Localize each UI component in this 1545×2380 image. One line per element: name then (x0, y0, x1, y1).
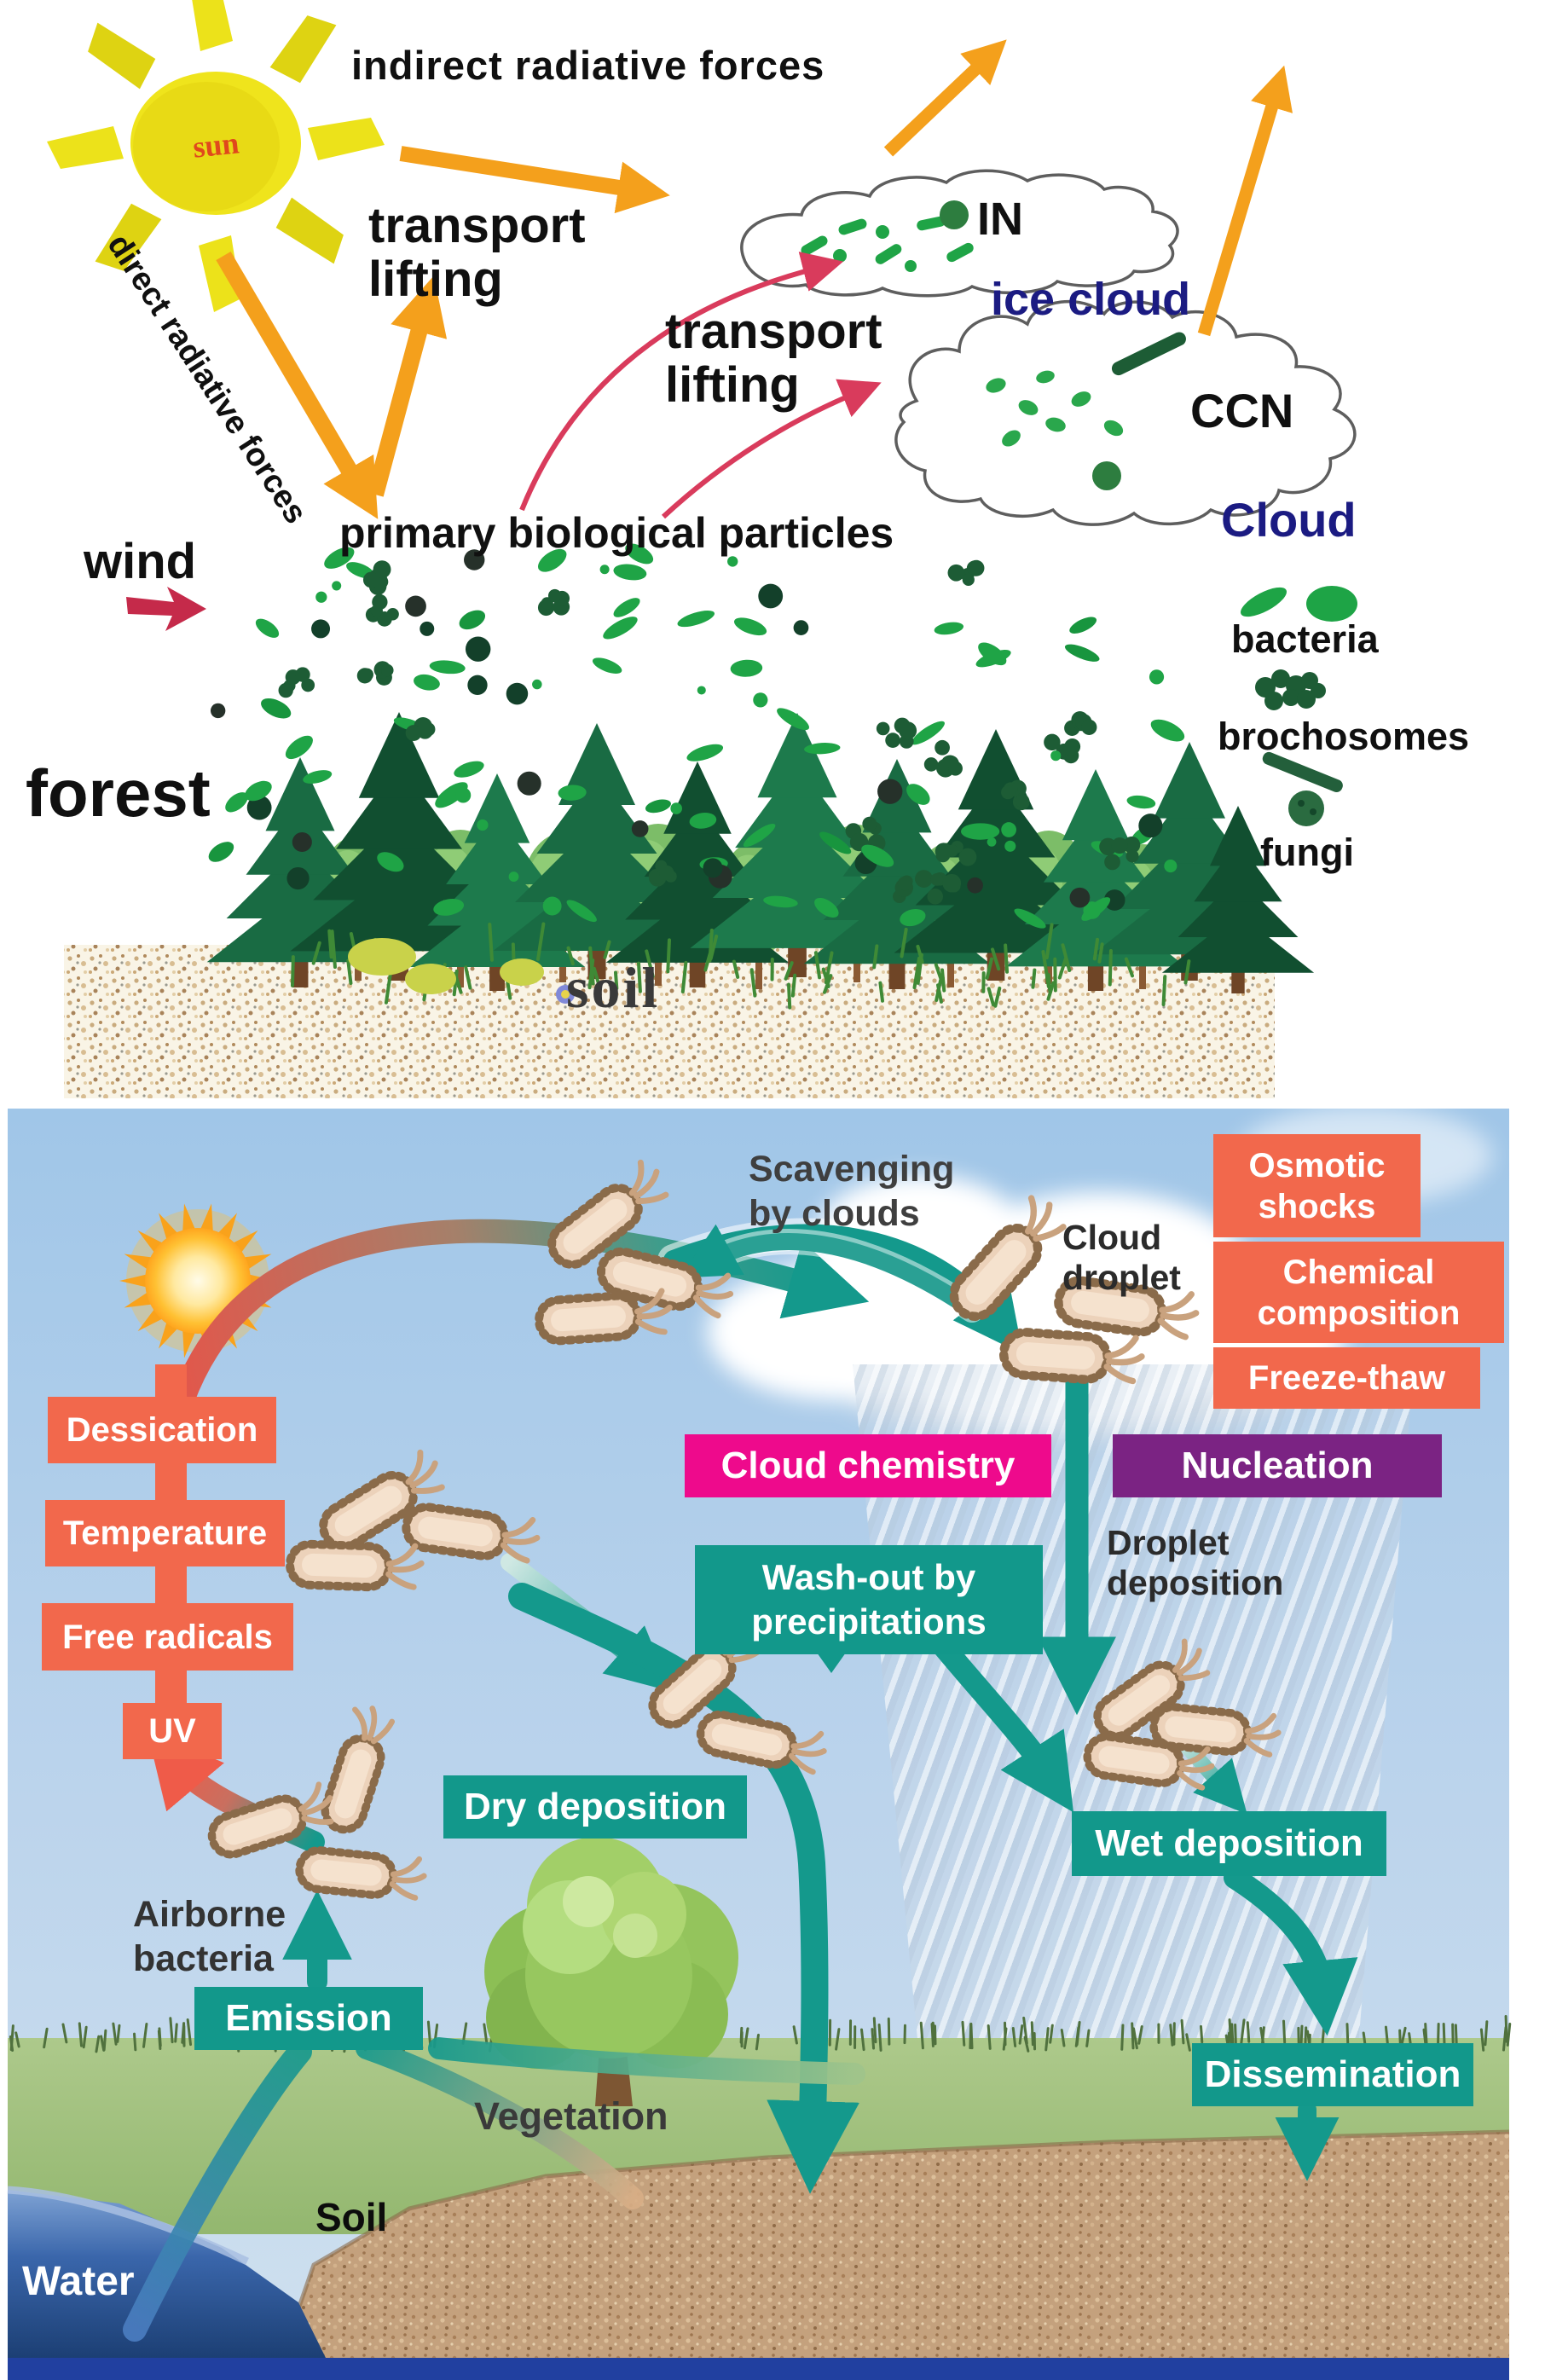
wind-arrow-icon (126, 587, 206, 631)
in-label: IN (977, 194, 1023, 245)
water-edge (7, 2186, 249, 2266)
soil-label-top: soil (566, 955, 661, 1020)
red-transport-arrows (519, 252, 882, 519)
transport-lifting-label-2: transport lifting (665, 304, 882, 413)
wash-out-pointer (817, 1653, 846, 1673)
legend-fungi-label: fungi (1260, 831, 1354, 874)
indirect-radiative-forces-label: indirect radiative forces (351, 43, 825, 88)
water-label: Water (22, 2259, 135, 2304)
freeze-thaw-box: Freeze-thaw (1213, 1347, 1480, 1409)
soil-label-bottom: Soil (315, 2195, 388, 2239)
svg-text:sun: sun (191, 125, 240, 164)
emission-box: Emission (194, 1987, 423, 2050)
mid-bacteria-cluster (289, 1449, 539, 1589)
droplet-deposition-label: Droplet deposition (1107, 1523, 1284, 1603)
soil-edge (279, 2129, 1510, 2359)
primary-biological-particles-label: primary biological particles (339, 509, 894, 557)
nucleation-box: Nucleation (1113, 1434, 1442, 1497)
transport-lifting-label-1: transport lifting (368, 198, 586, 307)
legend-fungi-icon (1262, 751, 1343, 826)
wet-deposition-bacteria-cluster (1085, 1637, 1280, 1790)
legend-bacteria-icon (1241, 586, 1357, 622)
dissemination-box: Dissemination (1192, 2043, 1473, 2106)
cycle-arrows (123, 1218, 1358, 2342)
sun-icon: sun (47, 0, 385, 312)
temperature-box: Temperature (45, 1500, 285, 1566)
legend-brochosomes-label: brochosomes (1218, 715, 1470, 758)
dessication-box: Dessication (48, 1397, 276, 1463)
forest-label: forest (26, 756, 211, 831)
airborne-bacteria-label: Airborne bacteria (133, 1894, 286, 1979)
indirect-arrow-from-cloud (1197, 65, 1293, 337)
underbrush (290, 922, 1191, 1010)
cloud-chemistry-box: Cloud chemistry (685, 1434, 1051, 1497)
cloud-droplet-label: Cloud droplet (1062, 1218, 1181, 1298)
ccn-label: CCN (1190, 384, 1294, 437)
legend-brochosomes-icon (1255, 669, 1326, 710)
orange-radiative-arrows (216, 39, 1007, 519)
ccn-cloud-particles (986, 332, 1186, 490)
biological-particle-field (208, 543, 1185, 929)
chemical-composition-box: Chemical composition (1213, 1242, 1504, 1343)
soil-ground (281, 2132, 1509, 2358)
legend-bacteria-label: bacteria (1231, 617, 1379, 661)
osmotic-shocks-box: Osmotic shocks (1213, 1134, 1421, 1237)
dry-deposition-box: Dry deposition (443, 1775, 747, 1839)
ice-cloud-label: ice cloud (991, 274, 1191, 325)
free-radicals-box: Free radicals (42, 1603, 293, 1671)
vegetation-tree (484, 1837, 738, 2106)
cloud-label: Cloud (1221, 493, 1357, 547)
uv-box: UV (123, 1703, 222, 1759)
bottom-bar (8, 2358, 1509, 2380)
wet-deposition-box: Wet deposition (1072, 1811, 1386, 1876)
scavenging-by-clouds-label: Scavenging by clouds (749, 1149, 955, 1234)
ccn-cloud-shape (894, 299, 1357, 526)
vegetation-label: Vegetation (474, 2094, 668, 2138)
wind-label: wind (84, 534, 197, 589)
wash-out-box: Wash-out by precipitations (695, 1545, 1043, 1654)
